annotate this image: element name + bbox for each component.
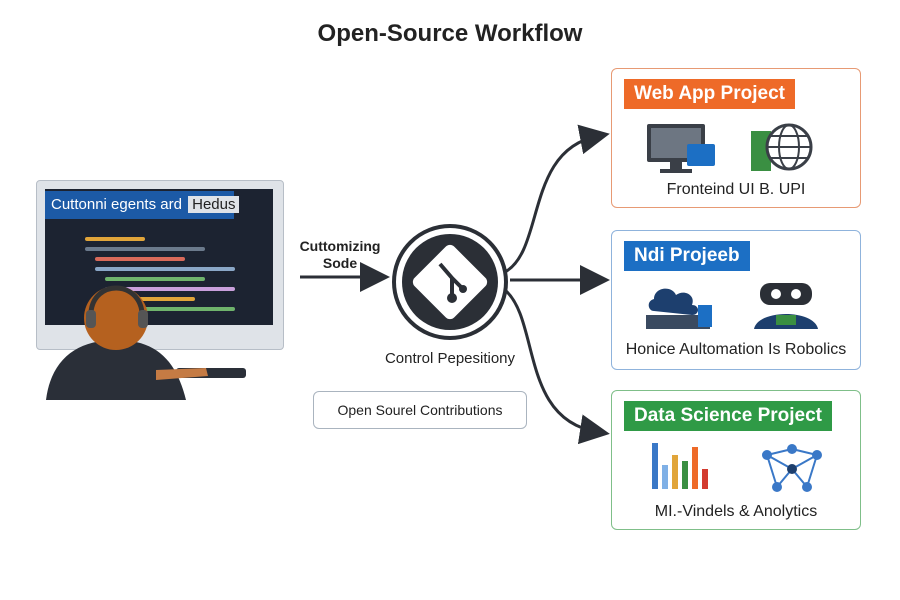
card-title: Ndi Projeeb [624,241,750,271]
customizing-code-label: Cuttomizing Sode [299,238,381,271]
globe-icon [751,123,813,171]
neural-network-icon [762,444,822,492]
monitor: Cuttonni egents ard Hedus [36,180,284,350]
bar-chart-icon [652,443,708,489]
screen-banner: Cuttonni egents ard Hedus [45,191,240,219]
data-science-project-card: Data Science Project MI.-Vindels & Anoly… [611,390,861,530]
robot-icon [754,283,818,329]
arrow-to-web-app [504,124,610,274]
arrow-to-data-science [504,288,610,445]
card-subtitle: Honice Aultomation Is Robolics [625,341,847,358]
card-title: Data Science Project [624,401,832,431]
contributions-box: Open Sourel Contributions [313,391,527,429]
monitor-icon [647,124,715,173]
automation-project-card: Ndi Projeeb Honice Aultomation Is Roboli… [611,230,861,370]
diagram-title: Open-Source Workflow [317,20,583,47]
developer-illustration: Cuttonni egents ard Hedus [36,180,286,400]
web-app-project-card: Web App Project Fronteind UI B. UPI [611,68,861,208]
git-repository-icon [392,224,508,340]
card-subtitle: MI.-Vindels & Anolytics [654,503,818,520]
cloud-server-icon [646,288,712,329]
repository-label: Control Pepesitiony [384,350,516,367]
card-subtitle: Fronteind UI B. UPI [666,181,806,198]
card-title: Web App Project [624,79,795,109]
developer-person-icon [46,285,246,400]
